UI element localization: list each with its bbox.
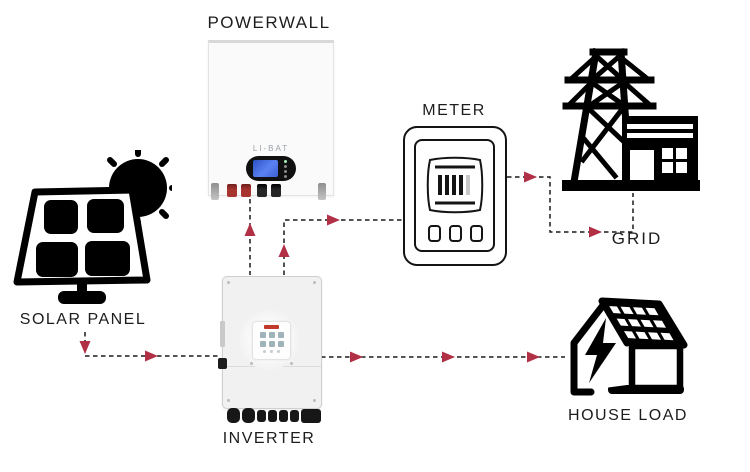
house-lightning-icon: [570, 297, 688, 396]
inverter-connector: [227, 408, 240, 423]
meter-label: METER: [422, 102, 486, 119]
inverter-buttons: [263, 350, 280, 353]
meter-face: [414, 139, 495, 252]
arrow-right-icon: [527, 351, 540, 363]
inverter-connector: [257, 410, 266, 422]
status-led: [284, 165, 287, 168]
status-led: [284, 160, 287, 163]
inverter-connector: [279, 410, 288, 422]
solar-panel-label: SOLAR PANEL: [19, 311, 147, 328]
inverter-label: INVERTER: [222, 430, 316, 447]
meter-button: [428, 225, 441, 242]
arrow-right-icon: [327, 214, 340, 226]
inverter-connector: [301, 409, 321, 423]
arrow-up-icon: [278, 244, 290, 257]
inverter-control-panel: [253, 322, 290, 359]
screw-icon: [290, 362, 293, 365]
powerwall-terminal-negative: [271, 184, 281, 197]
arrow-right-icon: [145, 350, 158, 362]
inverter-dc-switch: [218, 358, 227, 369]
meter-device: [403, 126, 507, 266]
arrow-right-icon: [442, 351, 455, 363]
powerwall-control-panel: [246, 156, 296, 181]
arrow-right-icon: [350, 351, 363, 363]
arrow-down-icon: [79, 341, 91, 354]
powerwall-terminal-negative: [257, 184, 267, 197]
screw-icon: [250, 362, 253, 365]
screw-icon: [227, 281, 230, 284]
inverter-status-icons: [259, 332, 284, 347]
powerwall-leg: [318, 183, 326, 200]
line-solar-to-inverter: [84, 332, 221, 357]
powerwall-brand-text: LI-BAT: [252, 144, 290, 153]
inverter-connector: [290, 410, 299, 422]
powerwall-lcd-screen: [253, 160, 278, 177]
screw-icon: [313, 281, 316, 284]
inverter-side-vent: [220, 321, 225, 347]
grid-label: GRID: [611, 229, 663, 248]
line-inverter-to-meter: [283, 219, 402, 275]
transmission-tower-building-icon: [562, 47, 700, 191]
arrow-right-icon: [524, 171, 537, 183]
screw-icon: [313, 399, 316, 402]
inverter-brand-logo: [264, 325, 279, 329]
powerwall-terminal-positive: [227, 184, 237, 197]
status-led: [284, 175, 287, 178]
meter-dial-display: [426, 156, 484, 214]
inverter-connector: [268, 410, 277, 422]
inverter-connector: [242, 408, 255, 423]
inverter-device: [218, 276, 322, 409]
meter-button: [470, 225, 483, 242]
powerwall-label: POWERWALL: [207, 13, 331, 32]
status-led: [284, 170, 287, 173]
powerwall-device: LI-BAT: [208, 40, 334, 196]
arrow-right-icon: [589, 226, 602, 238]
lightning-bolt-icon: [585, 318, 616, 383]
screw-icon: [227, 399, 230, 402]
house-load-label: HOUSE LOAD: [568, 407, 688, 424]
powerwall-leg: [211, 183, 219, 200]
solar-panel-icon: [13, 150, 172, 304]
powerwall-terminal-positive: [241, 184, 251, 197]
meter-button: [449, 225, 462, 242]
arrow-up-icon: [244, 223, 256, 236]
